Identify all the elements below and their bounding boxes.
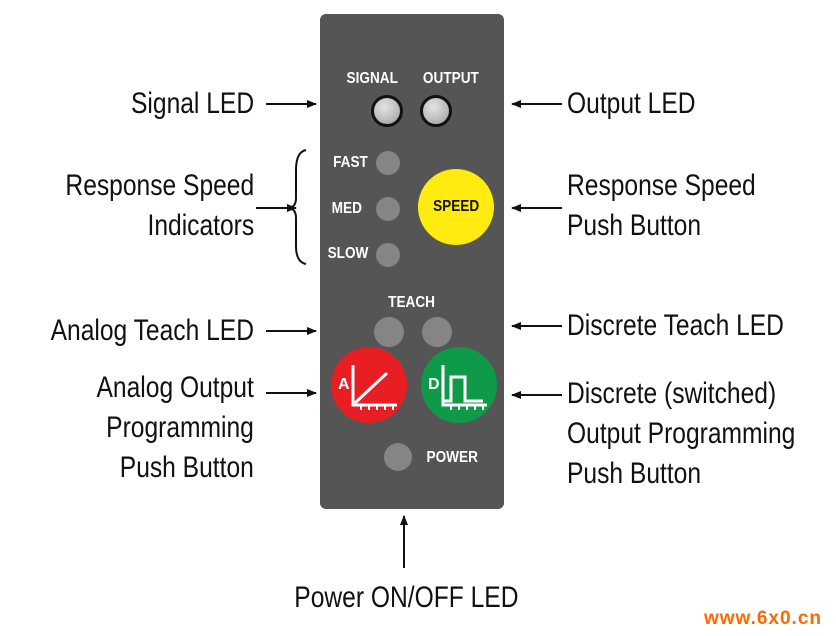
power-led <box>384 443 412 471</box>
speed-button[interactable]: SPEED <box>418 169 494 245</box>
sensor-control-panel: SIGNAL OUTPUT FAST MED SLOW SPEED TEACH … <box>320 14 504 509</box>
discrete-pulse-icon <box>441 365 487 410</box>
callout-signal-led: Signal LED <box>130 87 254 120</box>
discrete-button-letter: D <box>428 376 440 393</box>
fast-label: FAST <box>333 154 368 171</box>
fast-speed-led <box>376 151 400 175</box>
power-label: POWER <box>426 449 478 466</box>
callout-line: Response Speed <box>65 169 254 202</box>
discrete-output-button[interactable]: D <box>421 347 497 423</box>
teach-label: TEACH <box>388 294 435 311</box>
watermark: www.6x0.cn <box>703 608 822 629</box>
callout-discrete-teach-led: Discrete Teach LED <box>567 309 784 342</box>
callout-line: Analog Output <box>96 371 254 404</box>
response-indicators-bracket <box>288 149 307 265</box>
analog-button-letter: A <box>338 376 350 393</box>
callout-power-led: Power ON/OFF LED <box>294 581 519 614</box>
callout-line: Programming <box>106 411 254 444</box>
output-led <box>420 95 452 127</box>
callout-line: Push Button <box>567 209 702 242</box>
slow-label: SLOW <box>327 245 369 262</box>
callout-response-speed-button: Response Speed Push Button <box>567 166 756 246</box>
callout-line: Push Button <box>119 451 254 484</box>
analog-ramp-icon <box>351 365 397 410</box>
speed-button-label: SPEED <box>432 198 480 215</box>
callout-line: Response Speed <box>567 169 756 202</box>
callout-discrete-output-button: Discrete (switched) Output Programming P… <box>567 374 795 494</box>
callout-analog-teach-led: Analog Teach LED <box>50 314 254 347</box>
callout-line: Indicators <box>147 209 254 242</box>
callout-line: Push Button <box>567 457 702 490</box>
analog-teach-led <box>374 317 404 347</box>
output-label: OUTPUT <box>422 70 479 87</box>
med-label: MED <box>331 200 362 217</box>
callout-line: Output Programming <box>567 417 796 450</box>
med-speed-led <box>376 197 400 221</box>
analog-output-button[interactable]: A <box>331 347 407 423</box>
signal-label: SIGNAL <box>346 70 398 87</box>
discrete-teach-led <box>422 317 452 347</box>
slow-speed-led <box>376 243 400 267</box>
callout-output-led: Output LED <box>567 87 696 120</box>
callout-response-speed-indicators: Response Speed Indicators <box>65 166 254 246</box>
callout-line: Discrete (switched) <box>567 377 777 410</box>
callout-analog-output-button: Analog Output Programming Push Button <box>97 368 254 488</box>
signal-led <box>371 95 403 127</box>
